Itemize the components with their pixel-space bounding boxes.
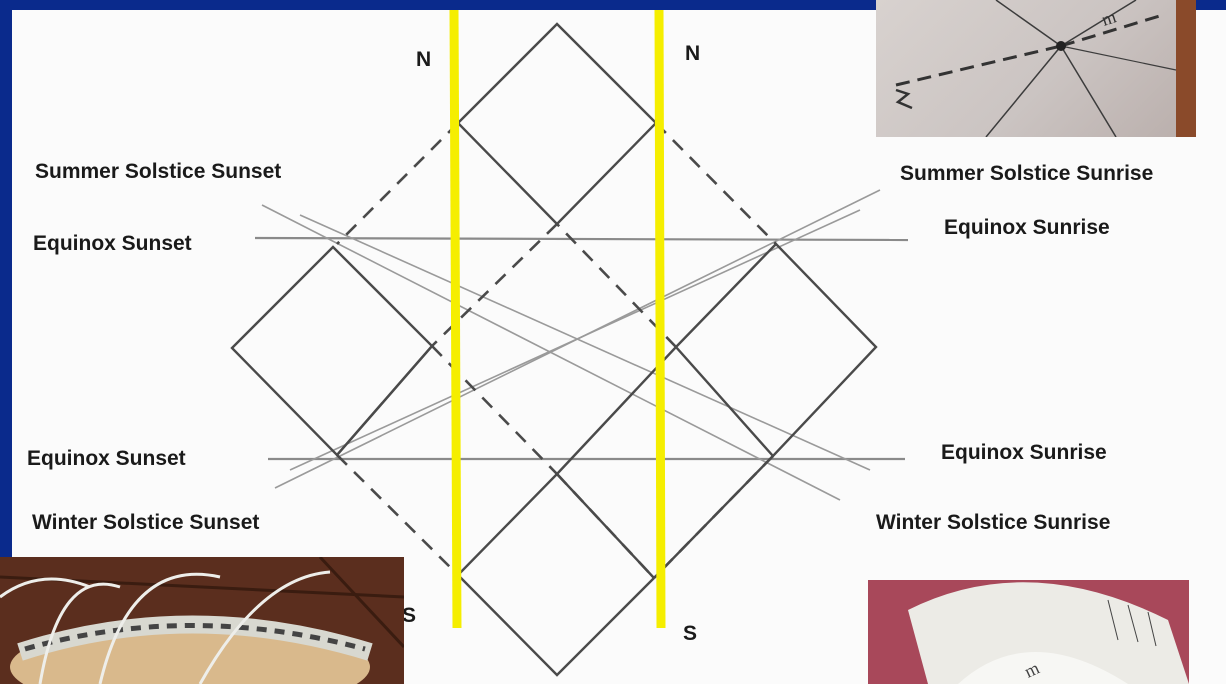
north-label-left: N (416, 48, 431, 72)
equinox-sunrise-top-label: Equinox Sunrise (944, 216, 1110, 240)
yellow-line-right (659, 10, 661, 628)
yellow-line-left (454, 10, 457, 628)
compass-photo: m (876, 0, 1196, 137)
equinox-sunset-top-label: Equinox Sunset (33, 232, 192, 256)
summer-solstice-sunrise-label: Summer Solstice Sunrise (900, 162, 1153, 186)
south-label-left: S (402, 604, 416, 628)
ring-photo (0, 557, 404, 684)
equinox-sunrise-bottom-label: Equinox Sunrise (941, 441, 1107, 465)
summer-solstice-sunset-label: Summer Solstice Sunset (35, 160, 281, 184)
svg-text:m: m (1099, 6, 1119, 29)
compass-drawing: m (876, 0, 1196, 137)
winter-solstice-sunrise-label: Winter Solstice Sunrise (876, 511, 1110, 535)
equinox-sunset-bottom-label: Equinox Sunset (27, 447, 186, 471)
north-label-right: N (685, 42, 700, 66)
winter-solstice-sunset-label: Winter Solstice Sunset (32, 511, 259, 535)
paper-dial-photo: m (868, 580, 1189, 684)
ring-drawing (0, 557, 404, 684)
dial-drawing: m (868, 580, 1189, 684)
south-label-right: S (683, 622, 697, 646)
